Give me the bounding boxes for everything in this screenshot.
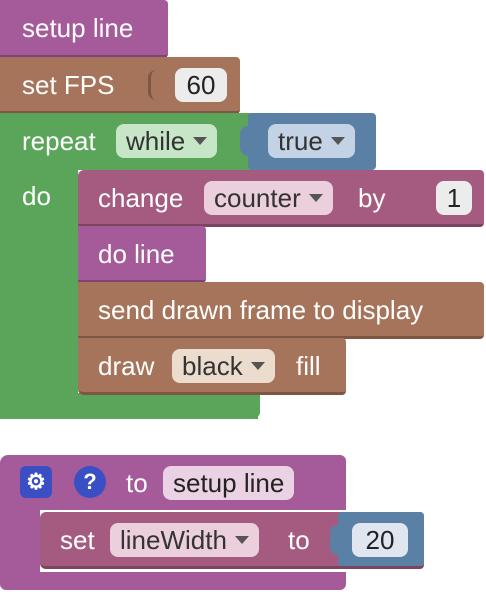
set-label: set [60, 525, 95, 555]
change-connector-notch [420, 183, 434, 213]
gear-icon[interactable]: ⚙ [20, 466, 52, 498]
change-label: change [98, 183, 184, 213]
change-counter-block[interactable]: change counter by 1 [78, 170, 484, 227]
condition-true-block[interactable]: true [248, 113, 376, 170]
do-line-label: do line [98, 239, 175, 269]
dropdown-arrow-icon [330, 137, 345, 146]
condition-value: true [278, 126, 323, 156]
draw-fill-block[interactable]: draw black fill [78, 338, 346, 395]
fill-label: fill [296, 351, 321, 381]
procedure-to-label: to [126, 468, 148, 498]
counter-variable-dropdown[interactable]: counter [204, 181, 333, 215]
set-fps-label: set FPS [22, 70, 115, 100]
send-frame-block[interactable]: send drawn frame to display [78, 282, 484, 339]
by-label: by [358, 183, 386, 213]
linewidth-connector-notch [330, 525, 344, 555]
condition-connector-notch [240, 126, 254, 156]
line-width-property-dropdown[interactable]: lineWidth [110, 523, 259, 557]
do-label: do [22, 181, 51, 211]
set-fps-block[interactable]: set FPS 60 [0, 57, 240, 114]
repeat-label: repeat [22, 126, 96, 156]
setup-line-call-label: setup line [22, 13, 134, 43]
repeat-mode-dropdown[interactable]: while [116, 124, 218, 158]
procedure-name-field[interactable]: setup line [163, 466, 295, 500]
question-icon[interactable]: ? [74, 466, 106, 498]
counter-variable-value: counter [214, 183, 301, 213]
dropdown-arrow-icon [250, 362, 265, 371]
set-linewidth-block[interactable]: set lineWidth to 20 [40, 512, 424, 569]
line-width-value-input[interactable]: 20 [352, 523, 408, 557]
do-line-block[interactable]: do line [78, 226, 206, 283]
dropdown-arrow-icon [234, 536, 249, 545]
set-to-label: to [288, 525, 310, 555]
repeat-bottom-arm [0, 395, 258, 419]
line-width-number-block[interactable]: 20 [338, 512, 424, 566]
fill-color-dropdown[interactable]: black [172, 349, 275, 383]
change-value-input[interactable]: 1 [436, 181, 472, 215]
fill-color-value: black [182, 351, 243, 381]
line-width-property-value: lineWidth [120, 525, 227, 555]
send-frame-label: send drawn frame to display [98, 295, 424, 325]
draw-label: draw [98, 351, 155, 381]
condition-dropdown[interactable]: true [268, 124, 355, 158]
dropdown-arrow-icon [308, 194, 323, 203]
fps-connector-notch [148, 70, 162, 100]
repeat-mode-value: while [126, 126, 186, 156]
dropdown-arrow-icon [193, 137, 208, 146]
fps-value-input[interactable]: 60 [175, 68, 227, 102]
setup-line-call-block[interactable]: setup line [0, 0, 168, 58]
